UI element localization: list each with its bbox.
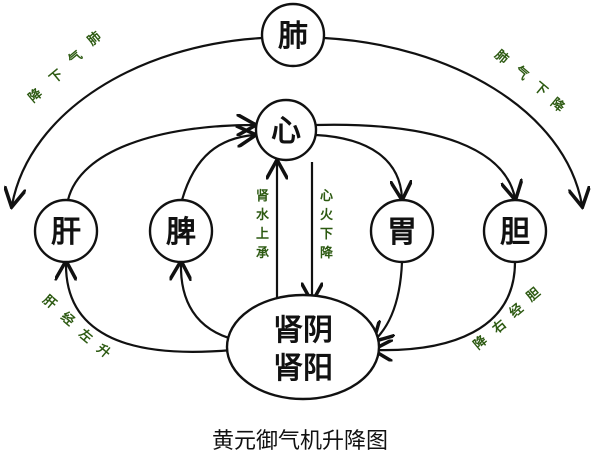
label-char: 上 bbox=[256, 227, 269, 242]
label-char: 肝 bbox=[39, 293, 59, 313]
lung-left-label: 肺 气 下 降 bbox=[25, 28, 104, 106]
heart-to-stomach-arrow bbox=[315, 133, 402, 198]
lung-right-arc bbox=[323, 36, 582, 205]
node-liver: 肝 bbox=[33, 198, 99, 264]
label-char: 水 bbox=[256, 207, 270, 223]
label-char: 肺 bbox=[491, 47, 511, 68]
heart-fire-label: 心 火 下 降 bbox=[320, 189, 334, 261]
kidney-water-label: 肾 水 上 承 bbox=[256, 189, 270, 261]
kidney-yang-label: 肾阳 bbox=[273, 351, 333, 386]
label-char: 肺 bbox=[84, 28, 104, 49]
label-char: 降 bbox=[547, 95, 568, 116]
label-char: 下 bbox=[47, 67, 67, 87]
gallbladder-to-kidney-arrow bbox=[375, 261, 517, 350]
liver-to-heart-arrow bbox=[66, 125, 254, 201]
heart-label: 心 bbox=[271, 114, 301, 149]
label-char: 降 bbox=[320, 245, 334, 261]
kidney-to-liver-arrow bbox=[66, 263, 233, 353]
label-char: 承 bbox=[256, 246, 269, 261]
label-char: 升 bbox=[93, 341, 113, 362]
liver-label: 肝 bbox=[51, 215, 81, 250]
label-char: 气 bbox=[65, 47, 85, 68]
label-char: 左 bbox=[75, 326, 95, 347]
lung-label: 肺 bbox=[278, 19, 308, 54]
kidney-yin-label: 肾阴 bbox=[273, 313, 333, 348]
lung-right-label: 肺 气 下 降 bbox=[491, 47, 568, 116]
node-kidney: 肾阴 肾阳 bbox=[225, 293, 381, 401]
label-char: 胆 bbox=[524, 285, 544, 305]
node-stomach: 胃 bbox=[369, 198, 435, 264]
node-gallbladder: 胆 bbox=[482, 198, 548, 264]
label-char: 肾 bbox=[256, 189, 270, 204]
node-spleen: 脾 bbox=[148, 198, 214, 264]
label-char: 下 bbox=[530, 80, 550, 100]
kidney-to-spleen-arrow bbox=[181, 263, 237, 342]
node-lung: 肺 bbox=[260, 2, 326, 68]
gallbladder-path-label: 胆 经 右 降 bbox=[470, 285, 543, 353]
diagram-title: 黄元御气机升降图 bbox=[212, 429, 388, 454]
spleen-label: 脾 bbox=[166, 215, 196, 250]
stomach-to-kidney-arrow bbox=[375, 261, 404, 340]
label-char: 经 bbox=[57, 309, 77, 330]
heart-to-gallbladder-arrow bbox=[315, 123, 515, 198]
label-char: 火 bbox=[320, 208, 334, 223]
label-char: 降 bbox=[25, 85, 46, 106]
node-heart: 心 bbox=[254, 98, 318, 162]
label-char: 降 bbox=[470, 332, 491, 353]
label-char: 经 bbox=[506, 300, 526, 321]
stomach-label: 胃 bbox=[387, 215, 417, 250]
gallbladder-label: 胆 bbox=[500, 215, 530, 250]
lung-left-arc bbox=[12, 36, 263, 205]
label-char: 下 bbox=[320, 227, 333, 242]
liver-path-label: 肝 经 左 升 bbox=[39, 293, 113, 362]
spleen-to-heart-arrow bbox=[180, 135, 254, 201]
label-char: 心 bbox=[320, 189, 333, 204]
label-char: 气 bbox=[511, 63, 531, 84]
